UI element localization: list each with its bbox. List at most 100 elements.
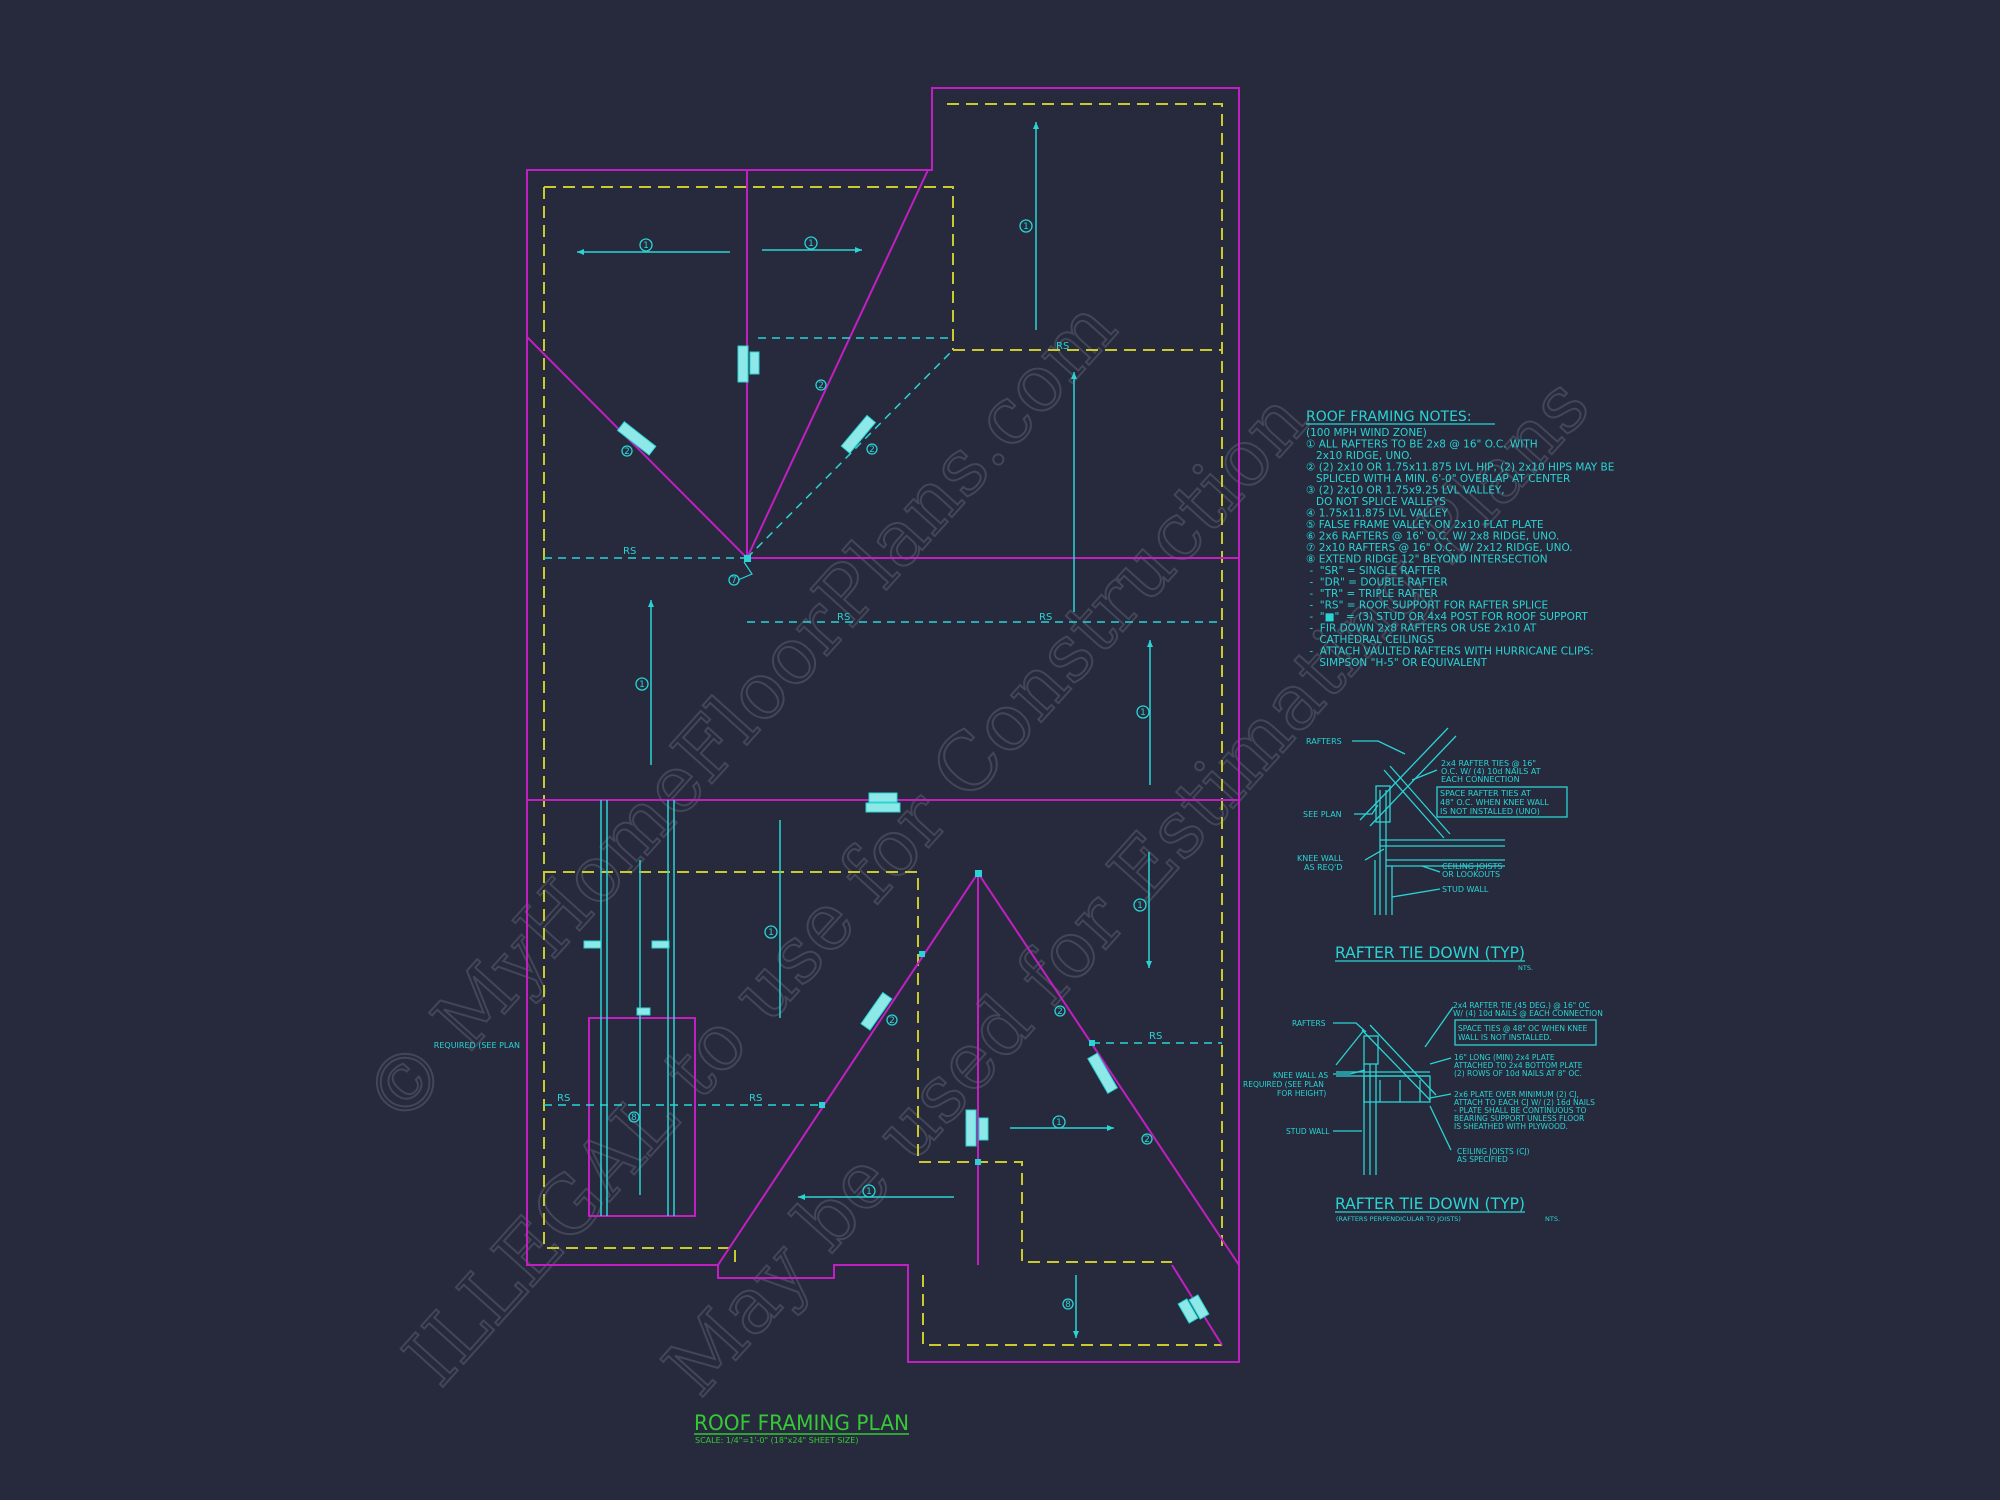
wall-lines: [543, 103, 1223, 1346]
callout-1h: 1: [1052, 1115, 1066, 1129]
d2-plate-2: ATTACHED TO 2x4 BOTTOM PLATE: [1454, 1061, 1583, 1070]
detail-1-title: RAFTER TIE DOWN (TYP): [1335, 943, 1525, 962]
rafter-tie-detail-1: [1352, 727, 1568, 915]
callout-8a: 8: [628, 1111, 640, 1123]
detail-2-title: RAFTER TIE DOWN (TYP): [1335, 1194, 1525, 1213]
callout-1f: 1: [764, 925, 778, 939]
rs-label: RS: [1039, 612, 1052, 623]
d2-knee-3: FOR HEIGHT): [1277, 1089, 1326, 1098]
svg-text:1: 1: [1056, 1118, 1062, 1128]
d2-cj-2: AS SPECIFIED: [1457, 1155, 1508, 1164]
note-line: ⑥ 2x6 RAFTERS @ 16" O.C. W/ 2x8 RIDGE, U…: [1306, 531, 1559, 543]
callout-8b: 8: [1062, 1298, 1074, 1310]
callout-2c: 2: [866, 443, 878, 455]
d2-box-1: SPACE TIES @ 48" OC WHEN KNEE: [1458, 1024, 1588, 1033]
d1-box-2: 48" O.C. WHEN KNEE WALL: [1440, 798, 1549, 807]
d1-stud-wall: STUD WALL: [1442, 885, 1489, 894]
callout-2d: 2: [886, 1014, 898, 1026]
d2-flat-5: IS SHEATHED WITH PLYWOOD.: [1454, 1122, 1568, 1131]
note-line: - FIR DOWN 2x8 RAFTERS OR USE 2x10 AT: [1306, 623, 1537, 635]
note-line: - "TR" = TRIPLE RAFTER: [1306, 588, 1438, 600]
d2-flat-2: ATTACH TO EACH CJ W/ (2) 16d NAILS: [1454, 1098, 1595, 1107]
detail-1-labels: RAFTERS SEE PLAN KNEE WALL AS REQ'D 2x4 …: [1297, 737, 1549, 894]
note-line: - "SR" = SINGLE RAFTER: [1306, 565, 1441, 577]
svg-text:1: 1: [1140, 708, 1146, 718]
d1-knee-wall: KNEE WALL: [1297, 854, 1343, 863]
svg-text:1: 1: [1023, 222, 1029, 232]
callout-1c: 1: [1019, 219, 1033, 233]
d2-knee-1: KNEE WALL AS: [1273, 1071, 1328, 1080]
svg-text:1: 1: [639, 680, 645, 690]
plan-scale: SCALE: 1/4"=1'-0" (18"x24" SHEET SIZE): [695, 1436, 858, 1445]
d1-cj-1: CEILING JOISTS: [1442, 862, 1503, 871]
notes-list: (100 MPH WIND ZONE)① ALL RAFTERS TO BE 2…: [1306, 427, 1614, 669]
callout-1i: 1: [862, 1184, 876, 1198]
note-line: (100 MPH WIND ZONE): [1306, 427, 1427, 439]
callout-2a: 2: [621, 445, 633, 457]
callouts: 1 1 1 1 1 1 1 1 1 2 2 2 2 2 2 7 8 8: [621, 219, 1153, 1310]
note-line: 2x10 RIDGE, UNO.: [1306, 450, 1412, 462]
rs-label: RS: [837, 612, 850, 623]
roof-lines: [526, 169, 1240, 1346]
note-line: CATHEDRAL CEILINGS: [1306, 634, 1434, 646]
svg-text:2: 2: [869, 445, 875, 455]
callout-7: 7: [728, 574, 740, 586]
plan-title: ROOF FRAMING PLAN: [694, 1411, 909, 1435]
note-line: ④ 1.75x11.875 LVL VALLEY: [1306, 508, 1449, 520]
note-line: ② (2) 2x10 OR 1.75x11.875 LVL HIP, (2) 2…: [1306, 462, 1614, 474]
member-tags: [583, 345, 1210, 1324]
note-line: ⑤ FALSE FRAME VALLEY ON 2x10 FLAT PLATE: [1306, 519, 1544, 531]
callout-1g: 1: [1133, 898, 1147, 912]
d2-flat-4: BEARING SUPPORT UNLESS FLOOR: [1454, 1114, 1584, 1123]
d1-cj-2: OR LOOKOUTS: [1442, 870, 1500, 879]
d1-ties-1: 2x4 RAFTER TIES @ 16": [1441, 759, 1536, 768]
note-line: - "DR" = DOUBLE RAFTER: [1306, 577, 1448, 589]
d1-ties-3: EACH CONNECTION: [1441, 775, 1520, 784]
d1-see-plan: SEE PLAN: [1303, 810, 1342, 819]
svg-text:1: 1: [866, 1187, 872, 1197]
roof-framing-plan: 1 1 1 1 1 1 1 1 1 2 2 2 2 2 2 7 8 8 RS R…: [434, 87, 1240, 1445]
callout-1a: 1: [639, 238, 653, 252]
roof-outline: [526, 87, 1240, 1363]
d1-box-1: SPACE RAFTER TIES AT: [1440, 789, 1531, 798]
callout-2f: 2: [1141, 1133, 1153, 1145]
svg-text:8: 8: [631, 1113, 637, 1123]
d1-rafters: RAFTERS: [1306, 737, 1342, 746]
svg-text:2: 2: [889, 1016, 895, 1026]
note-line: SIMPSON "H-5" OR EQUIVALENT: [1306, 657, 1488, 669]
rs-labels: RS RS RS RS RS RS RS: [557, 341, 1162, 1104]
d2-plate-3: (2) ROWS OF 10d NAILS AT 8" OC.: [1454, 1069, 1582, 1078]
note-line: ⑦ 2x10 RAFTERS @ 16" O.C. W/ 2x12 RIDGE,…: [1306, 542, 1573, 554]
rafter-arrows: [577, 122, 1153, 1338]
callout-2b: 2: [815, 379, 827, 391]
svg-text:2: 2: [1144, 1135, 1150, 1145]
callout-2e: 2: [1054, 1005, 1066, 1017]
callout-1b: 1: [804, 236, 818, 250]
roof-framing-notes: ROOF FRAMING NOTES: (100 MPH WIND ZONE)①…: [1306, 409, 1614, 669]
d2-tie-1: 2x4 RAFTER TIE (45 DEG.) @ 16" OC: [1453, 1001, 1590, 1010]
support-lines: [544, 337, 1222, 1106]
svg-text:1: 1: [768, 928, 774, 938]
svg-text:8: 8: [1065, 1300, 1071, 1310]
notes-title: ROOF FRAMING NOTES:: [1306, 409, 1472, 425]
d2-tie-2: W/ (4) 10d NAILS @ EACH CONNECTION: [1453, 1009, 1603, 1018]
d2-knee-2: REQUIRED (SEE PLAN: [1243, 1080, 1324, 1089]
note-line: ① ALL RAFTERS TO BE 2x8 @ 16" O.C. WITH: [1306, 439, 1538, 451]
rafter-tie-detail-2: [1333, 1006, 1597, 1175]
svg-text:1: 1: [643, 241, 649, 251]
post-markers: [744, 555, 1095, 1165]
rs-label: RS: [623, 546, 636, 557]
svg-text:2: 2: [1057, 1007, 1063, 1017]
detail-2-nts: NTS.: [1545, 1215, 1560, 1223]
note-line: - "■" = (3) STUD OR 4x4 POST FOR ROOF SU…: [1306, 611, 1588, 623]
note-line: ⑧ EXTEND RIDGE 12" BEYOND INTERSECTION: [1306, 554, 1548, 566]
d2-rafters: RAFTERS: [1292, 1019, 1326, 1028]
callout-1d: 1: [635, 677, 649, 691]
note-line: DO NOT SPLICE VALLEYS: [1306, 496, 1446, 508]
d2-flat-3: - PLATE SHALL BE CONTINUOUS TO: [1454, 1106, 1587, 1115]
note-line: ③ (2) 2x10 OR 1.75x9.25 LVL VALLEY,: [1306, 485, 1505, 497]
rs-label: RS: [1149, 1031, 1162, 1042]
detail-2-subtitle: (RAFTERS PERPENDICULAR TO JOISTS): [1336, 1215, 1461, 1223]
callout-1e: 1: [1136, 705, 1150, 719]
